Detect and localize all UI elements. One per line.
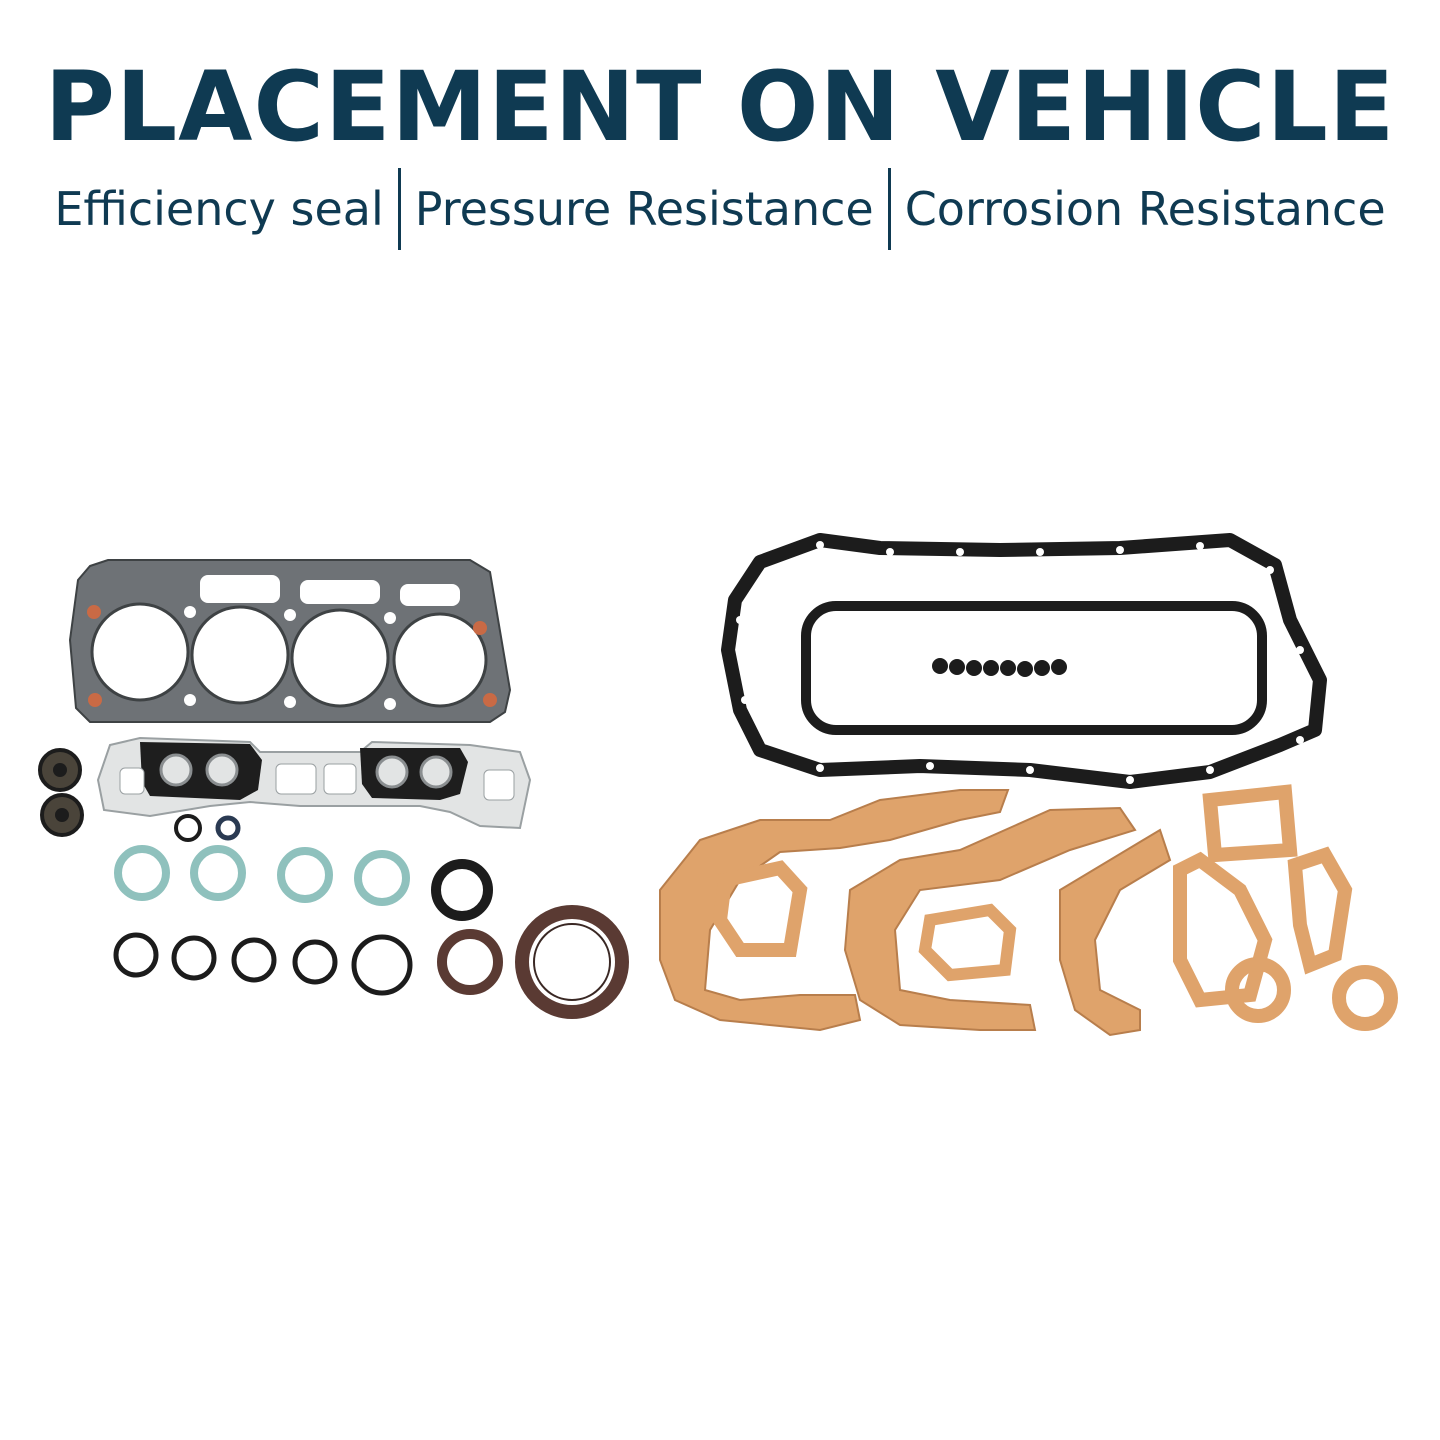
feature-divider [397,168,401,250]
valve-cover-gasket [801,601,1267,735]
manifold-gasket [96,736,532,830]
feature-bar: Efficiency seal Pressure Resistance Corr… [0,168,1440,250]
feature-efficiency-seal: Efficiency seal [54,182,384,236]
page-title: PLACEMENT ON VEHICLE [44,51,1396,163]
o-ring-set [113,905,629,1019]
valve-stem-seals [932,658,1067,677]
feature-divider [887,168,891,250]
oil-pan-gasket [721,533,1327,789]
small-o-rings [174,814,241,842]
exhaust-rings [114,845,493,921]
feature-pressure-resistance: Pressure Resistance [414,182,874,236]
feature-corrosion-resistance: Corrosion Resistance [904,182,1386,236]
paper-gaskets [659,784,1398,1037]
head-gasket [68,559,512,723]
cup-seals [38,748,84,837]
